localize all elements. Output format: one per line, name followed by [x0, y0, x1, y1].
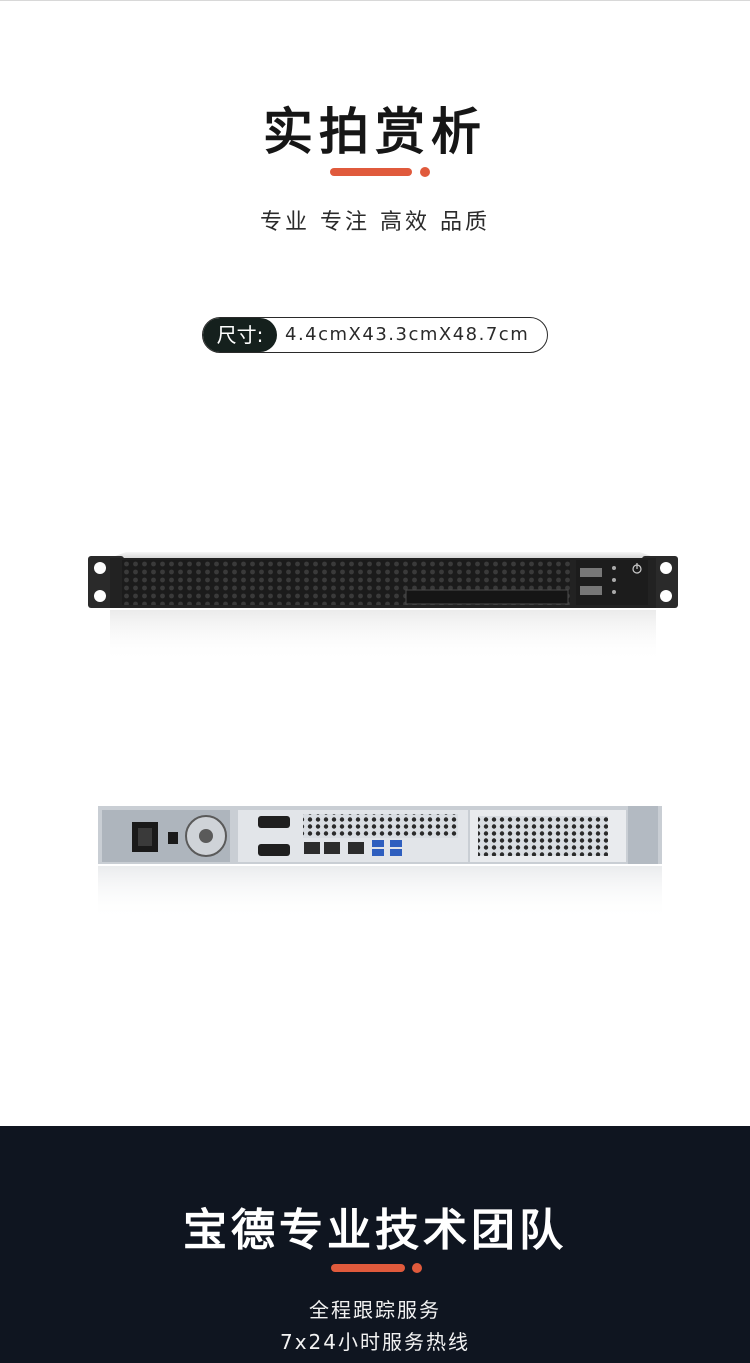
- top-divider: [0, 0, 750, 1]
- size-pill: 尺寸: 4.4cmX43.3cmX48.7cm: [202, 317, 548, 353]
- footer-hotline-line: 7x24小时服务热线: [279, 1330, 470, 1354]
- page-title: 实拍赏析: [263, 103, 487, 161]
- footer-accent-dot: [412, 1263, 422, 1273]
- usb-icon: [372, 840, 402, 856]
- title-accent-dot: [420, 167, 430, 177]
- server-rear-photo: [98, 802, 662, 924]
- footer-accent-bar: [331, 1264, 405, 1272]
- fan-icon: [185, 815, 227, 857]
- size-label: 尺寸:: [203, 318, 277, 352]
- server-rear-image: [98, 806, 662, 920]
- footer-banner: 宝德专业技术团队 全程跟踪服务 7x24小时服务热线: [0, 1126, 750, 1363]
- server-front-image: [88, 552, 678, 662]
- server-front-photo: [86, 528, 680, 668]
- footer-title: 宝德专业技术团队: [183, 1205, 567, 1256]
- page-subtitle: 专业 专注 高效 品质: [260, 210, 490, 235]
- size-value: 4.4cmX43.3cmX48.7cm: [285, 324, 530, 345]
- power-icon: [632, 563, 642, 574]
- title-accent-bar: [330, 168, 412, 176]
- footer-service-line: 全程跟踪服务: [309, 1298, 441, 1322]
